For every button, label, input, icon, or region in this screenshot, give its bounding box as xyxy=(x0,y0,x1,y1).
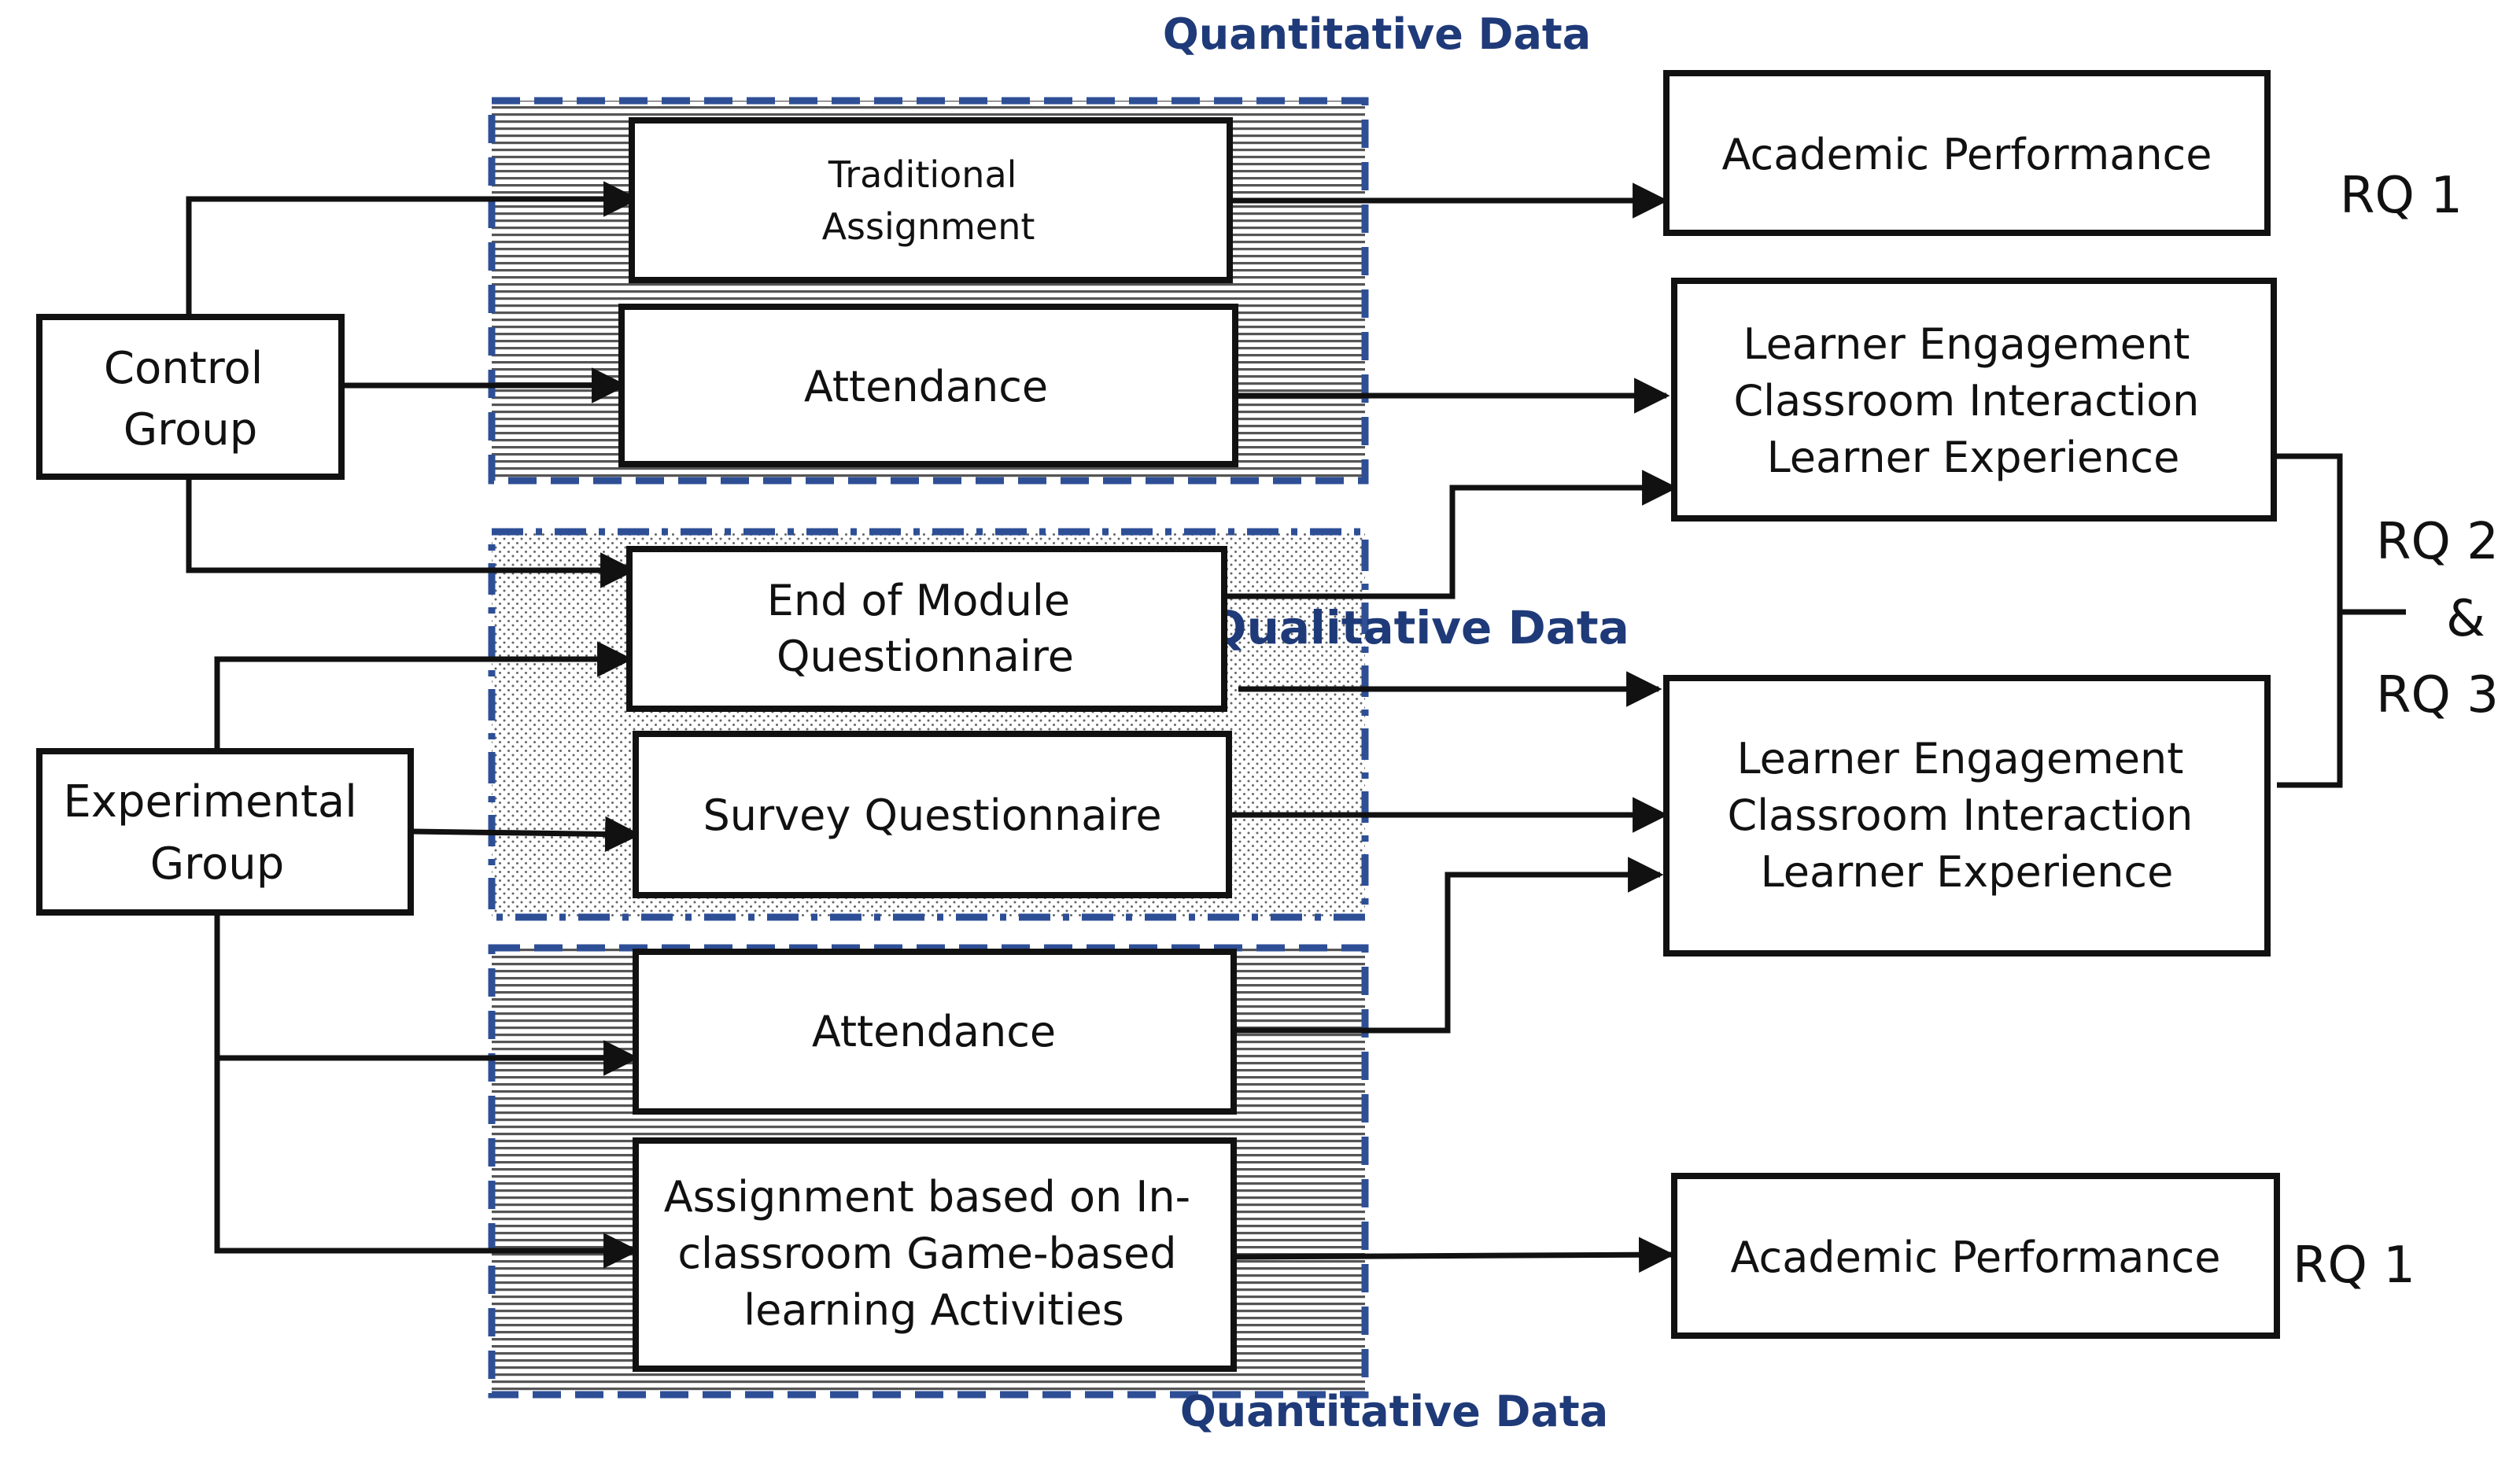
academic-performance-bottom-box: Academic Performance xyxy=(1671,1173,2280,1339)
quantitative-data-label-bottom: Quantitative Data xyxy=(1180,1387,1608,1436)
svg-text:Attendance: Attendance xyxy=(812,1007,1056,1056)
engagement-top-line-3: Learner Experience xyxy=(1767,433,2180,482)
traditional-assignment-box: Traditional Assignment xyxy=(629,117,1233,283)
experimental-group-line-1: Experimental xyxy=(63,776,356,827)
arrow-attendance-bottom-to-engagement-bottom xyxy=(1234,857,1664,1034)
engagement-bottom-line-1: Learner Engagement xyxy=(1736,734,2183,783)
end-of-module-questionnaire-box: End of Module Questionnaire xyxy=(626,546,1227,712)
connectors xyxy=(186,181,2406,1273)
academic-performance-bottom-label: Academic Performance xyxy=(1731,1233,2221,1282)
rq3-label: RQ 3 xyxy=(2376,666,2499,724)
survey-questionnaire-box: Survey Questionnaire xyxy=(633,731,1232,898)
game-assignment-line-2: classroom Game-based xyxy=(677,1229,1176,1278)
engagement-top-line-2: Classroom Interaction xyxy=(1733,376,2199,426)
svg-text:Academic Performance: Academic Performance xyxy=(1722,130,2212,179)
academic-performance-top-label: Academic Performance xyxy=(1722,130,2212,179)
rq2-rq3-bracket xyxy=(2272,453,2343,788)
svg-text:Attendance: Attendance xyxy=(804,362,1048,411)
learner-engagement-top-box: Learner Engagement Classroom Interaction… xyxy=(1671,278,2277,522)
rq1-bottom-label: RQ 1 xyxy=(2293,1237,2415,1295)
rq-and-label: & xyxy=(2446,590,2485,648)
game-assignment-line-1: Assignment based on In- xyxy=(664,1172,1190,1222)
academic-performance-top-box: Academic Performance xyxy=(1663,70,2271,236)
quantitative-data-label-top: Quantitative Data xyxy=(1163,9,1591,59)
control-group-line-2: Group xyxy=(124,404,258,455)
svg-text:Learner Engagement Class: Learner Engagement Classroom Interaction… xyxy=(1733,319,2212,482)
traditional-assignment-line-2: Assignment xyxy=(822,205,1035,248)
arrow-control-to-end-of-module xyxy=(186,477,636,588)
learner-engagement-bottom-box: Learner Engagement Classroom Interaction… xyxy=(1663,675,2271,956)
arrow-game-assignment-to-academic-bottom xyxy=(1233,1237,1675,1273)
svg-text:Academic Performance: Academic Performance xyxy=(1731,1233,2221,1282)
svg-text:Survey Questionnaire: Survey Questionnaire xyxy=(703,791,1161,840)
control-group-box: Control Group xyxy=(36,314,345,480)
arrow-control-to-traditional-assignment xyxy=(186,181,640,317)
game-based-assignment-box: Assignment based on In- classroom Game-b… xyxy=(633,1137,1237,1372)
arrow-experimental-to-survey xyxy=(411,816,641,853)
survey-questionnaire-label: Survey Questionnaire xyxy=(703,791,1161,840)
traditional-assignment-line-1: Traditional xyxy=(828,153,1017,196)
end-of-module-line-1: End of Module xyxy=(767,576,1070,625)
svg-text:End of Module Questionna: End of Module Questionnaire xyxy=(767,576,1084,681)
qualitative-data-label: Qualitative Data xyxy=(1208,601,1629,654)
svg-text:Traditional Assignment: Traditional Assignment xyxy=(822,153,1035,248)
svg-text:Experimental Group: Experimental Group xyxy=(63,776,371,890)
attendance-top-box: Attendance xyxy=(618,304,1238,467)
engagement-bottom-line-2: Classroom Interaction xyxy=(1727,791,2193,840)
engagement-bottom-line-3: Learner Experience xyxy=(1761,847,2174,897)
experimental-group-box: Experimental Group xyxy=(36,748,414,916)
attendance-top-label: Attendance xyxy=(804,362,1048,411)
svg-text:Assignment based on In-: Assignment based on In- classroom Game-b… xyxy=(664,1172,1205,1335)
svg-text:Learner Engagement Class: Learner Engagement Classroom Interaction… xyxy=(1727,734,2206,897)
game-assignment-line-3: learning Activities xyxy=(743,1285,1124,1335)
arrow-end-of-module-to-engagement-top xyxy=(1223,470,1678,599)
rq1-top-label: RQ 1 xyxy=(2340,167,2463,225)
experimental-group-line-2: Group xyxy=(150,839,285,890)
attendance-bottom-label: Attendance xyxy=(812,1007,1056,1056)
end-of-module-line-2: Questionnaire xyxy=(777,632,1074,681)
control-group-line-1: Control xyxy=(104,343,263,394)
arrow-experimental-to-end-of-module xyxy=(214,641,633,751)
svg-text:Control Group: Control Group xyxy=(104,343,277,455)
rq2-label: RQ 2 xyxy=(2376,513,2499,571)
attendance-bottom-box: Attendance xyxy=(633,949,1237,1115)
arrow-experimental-to-game-assignment xyxy=(214,1058,640,1269)
engagement-top-line-1: Learner Engagement xyxy=(1743,319,2190,369)
